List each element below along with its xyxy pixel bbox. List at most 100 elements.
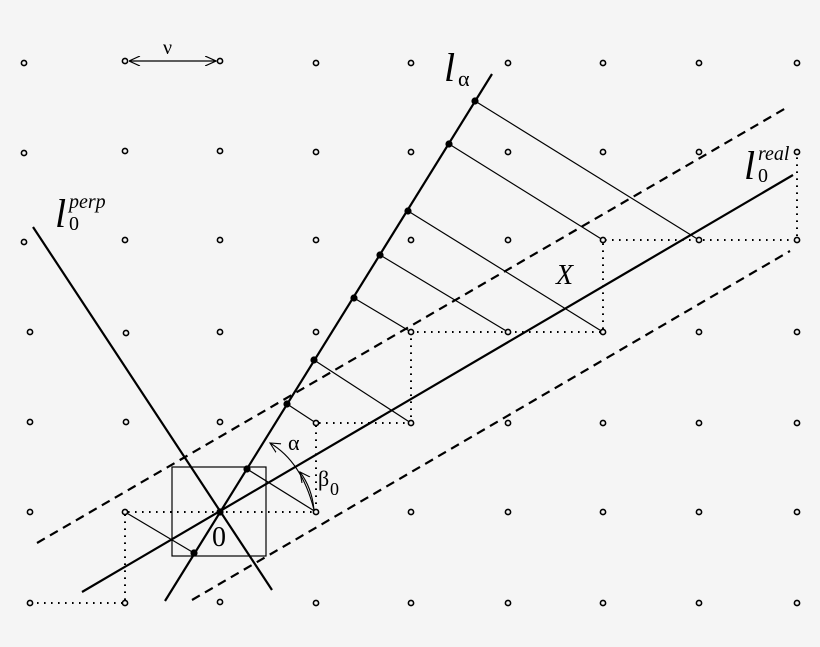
lattice-point [695, 328, 703, 336]
lattice-point [504, 236, 512, 244]
label-l-alpha: l α [444, 45, 470, 90]
projection-line [379, 254, 509, 333]
alpha-arc-arrow-icon [270, 443, 315, 511]
lattice-point [20, 149, 28, 157]
lattice-point [599, 236, 607, 244]
l-perp-sub: 0 [69, 213, 79, 235]
lattice-point [312, 508, 320, 516]
l-alpha-sub: α [458, 66, 470, 91]
lattice-point [407, 599, 415, 607]
projection-line [448, 143, 604, 241]
lattice-point [599, 59, 607, 67]
projected-point [310, 356, 318, 364]
lattice-point [504, 148, 512, 156]
dotted-path [30, 152, 798, 604]
line-l-real [81, 174, 794, 593]
lattice-point [695, 59, 703, 67]
lattice-point [695, 508, 703, 516]
lattice-point [312, 419, 320, 427]
lattice-point [695, 599, 703, 607]
l-perp-sup: perp [69, 191, 106, 213]
lattice-point [216, 418, 224, 426]
lattice-point [407, 328, 415, 336]
projected-point [350, 294, 358, 302]
lattice-point [793, 508, 801, 516]
projected-point [283, 400, 291, 408]
lattice-point [121, 57, 129, 65]
lattice-point [695, 419, 703, 427]
lattice-point [407, 148, 415, 156]
l-alpha-main: l [444, 45, 456, 90]
lattice-point [793, 599, 801, 607]
dashed-line-lower [191, 250, 791, 601]
lattice-point [599, 328, 607, 336]
lattice-point [695, 236, 703, 244]
beta-main: β [318, 466, 330, 491]
lattice-point [599, 599, 607, 607]
lattice-point [122, 329, 130, 337]
lattice-points [20, 57, 801, 607]
projected-point [376, 251, 384, 259]
window-square [171, 466, 267, 557]
lattice-point [216, 147, 224, 155]
lattice-point [121, 508, 129, 516]
projection-line [353, 297, 412, 333]
dashed-line-upper [36, 107, 787, 544]
lattice-point [407, 236, 415, 244]
lattice-point [216, 236, 224, 244]
lattice-point [504, 599, 512, 607]
lattice-point [599, 148, 607, 156]
lattice-point [695, 148, 703, 156]
projected-point [216, 508, 224, 516]
lattice-point [216, 57, 224, 65]
projected-point [471, 97, 479, 105]
lattice-point [20, 59, 28, 67]
dotted-staircase [30, 152, 798, 604]
beta-sub: 0 [330, 479, 339, 499]
lattice-point [216, 328, 224, 336]
lattice-point [793, 328, 801, 336]
lattice-point [312, 328, 320, 336]
lattice-point [793, 419, 801, 427]
projected-point [404, 207, 412, 215]
lattice-point [216, 598, 224, 606]
label-l-real: l real 0 [744, 144, 789, 186]
label-origin: 0 [212, 522, 226, 553]
lattice-point [312, 59, 320, 67]
label-X: X [556, 260, 574, 291]
beta-arc-arrow-icon [300, 472, 315, 511]
lattice-point [504, 59, 512, 67]
lattice-point [26, 508, 34, 516]
lattice-point [793, 59, 801, 67]
label-beta0: β 0 [318, 466, 339, 499]
projection-line [313, 359, 412, 424]
lattice-point [20, 238, 28, 246]
line-l-perp [32, 226, 273, 591]
projection-line [286, 403, 317, 424]
projection-lines [124, 100, 700, 554]
label-l-perp: l perp 0 [55, 191, 106, 236]
projection-line [124, 511, 195, 554]
l-alpha-points [190, 97, 479, 557]
lattice-point [121, 147, 129, 155]
lattice-point [122, 418, 130, 426]
projected-point [445, 140, 453, 148]
lattice-point [312, 236, 320, 244]
l-real-sub: 0 [758, 165, 768, 187]
label-alpha: α [288, 430, 300, 455]
lattice-point [793, 148, 801, 156]
lattice-point [793, 236, 801, 244]
lattice-point [26, 418, 34, 426]
lattice-point [312, 599, 320, 607]
projected-point [190, 549, 198, 557]
projection-line [474, 100, 700, 241]
l-perp-main: l [55, 191, 67, 236]
lattice-point [312, 148, 320, 156]
lattice-point [599, 419, 607, 427]
lattice-point [121, 236, 129, 244]
projection-line [246, 468, 317, 513]
lattice-point [504, 328, 512, 336]
lattice-point [407, 59, 415, 67]
